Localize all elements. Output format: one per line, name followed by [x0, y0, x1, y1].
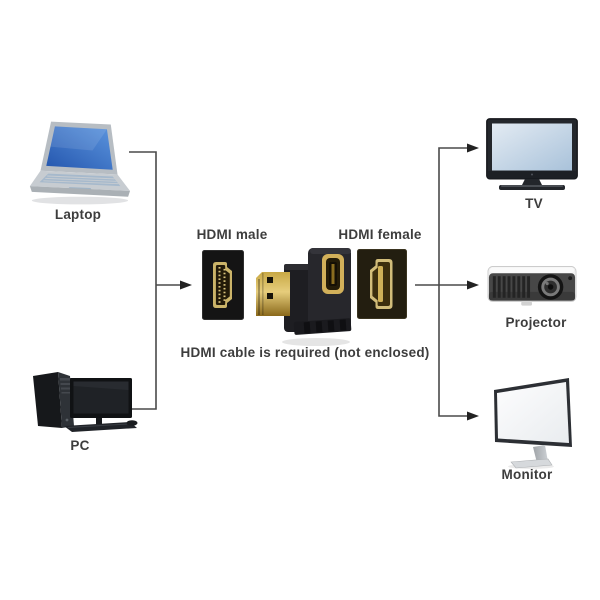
hdmi-male-connector-icon: [202, 250, 244, 320]
projector-label: Projector: [505, 315, 567, 330]
tv-icon: [486, 118, 578, 190]
arrowhead-to-monitor-icon: [467, 411, 479, 421]
laptop-label: Laptop: [54, 207, 102, 222]
left-branch-line: [122, 151, 157, 410]
right-branch-line: [438, 147, 467, 417]
projector-icon: [487, 266, 577, 306]
hdmi-female-connector-icon: [357, 249, 407, 319]
monitor-label: Monitor: [501, 467, 553, 482]
pc-label: PC: [70, 438, 90, 453]
monitor-icon: [494, 378, 572, 469]
pc-icon: [33, 372, 138, 432]
adapter-caption: HDMI cable is required (not enclosed): [180, 345, 430, 360]
hdmi-female-label: HDMI female: [338, 227, 422, 242]
laptop-icon: [29, 121, 131, 205]
hdmi-adapter-icon: [256, 248, 352, 346]
arrowhead-to-projector-icon: [467, 280, 479, 290]
arrowhead-to-tv-icon: [467, 143, 479, 153]
hdmi-male-label: HDMI male: [196, 227, 268, 242]
tv-label: TV: [525, 196, 543, 211]
arrowhead-to-adapter-icon: [180, 280, 192, 290]
